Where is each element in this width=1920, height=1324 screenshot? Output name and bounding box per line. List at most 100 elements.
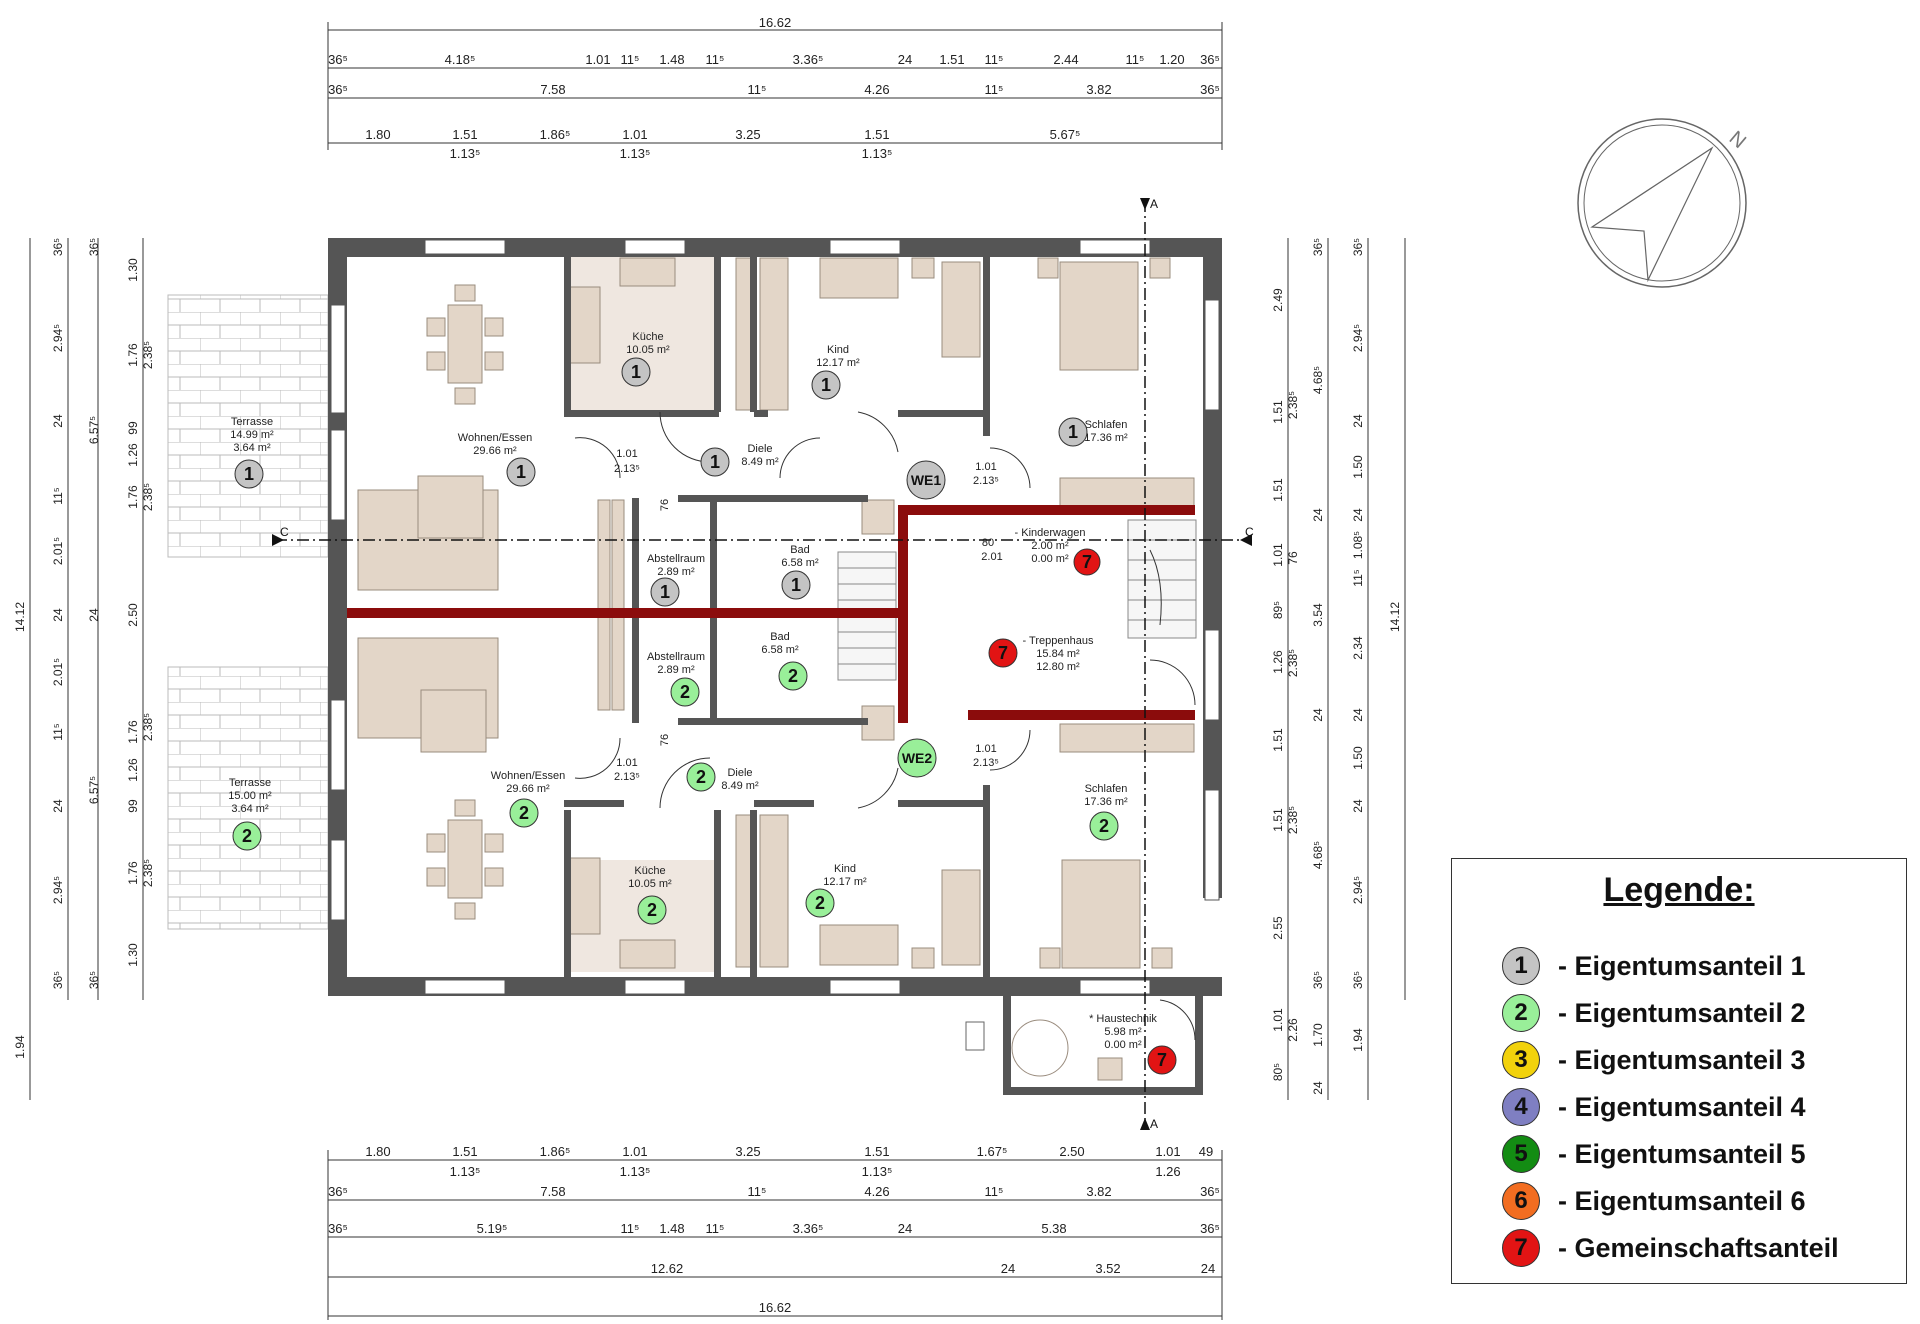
dim-label: 1.26: [1271, 650, 1285, 674]
dim-label: 2.38⁵: [141, 483, 155, 511]
left-overall-dim: 14.12: [13, 602, 27, 632]
dim-label: 1.30: [126, 943, 140, 967]
dim-label: 1.51: [452, 1144, 477, 1159]
dim-label: 36⁵: [328, 52, 348, 67]
dim-label: 36⁵: [328, 1184, 348, 1199]
legend-label: - Eigentumsanteil 2: [1558, 997, 1806, 1028]
dim-label: 2.55: [1271, 916, 1285, 940]
dim-label: 3.52: [1095, 1261, 1120, 1276]
dim-label: 2.38⁵: [1286, 649, 1300, 677]
door-label: 2.01: [981, 551, 1002, 563]
bottom-dimensions: [327, 1150, 1223, 1320]
marker-text: 2: [242, 826, 252, 846]
marker-text: 1: [1068, 422, 1078, 442]
dim-label: 3.25: [735, 1144, 760, 1159]
party-walls: [347, 505, 1195, 723]
dim-label: 24: [51, 799, 65, 813]
dim-label: 4.18⁵: [445, 52, 476, 67]
dim-label: 3.82: [1086, 82, 1111, 97]
furniture: [357, 256, 1195, 1081]
right-overall-dim: 14.12: [1388, 602, 1402, 632]
dim-label: 1.48: [659, 52, 684, 67]
left-dim-col-b: 36⁵ 6.57⁵ 24 6.57⁵ 36⁵: [87, 238, 101, 989]
room-area: 5.98 m²: [1104, 1026, 1142, 1038]
legend-marker-num: 3: [1514, 1046, 1528, 1073]
terrace-1: [167, 294, 329, 558]
dim-label: 3.25: [735, 127, 760, 142]
dim-label: 11⁵: [748, 1184, 767, 1199]
dim-label: 1.50: [1351, 455, 1365, 479]
dim-label: 24: [1001, 1261, 1015, 1276]
dim-label: 1.80: [365, 127, 390, 142]
dim-label: 3.36⁵: [793, 52, 824, 67]
dim-label: 11⁵: [51, 487, 65, 504]
left-dim-col-a: 36⁵ 2.94⁵ 24 11⁵ 2.01⁵ 24 2.01⁵ 11⁵ 24 2…: [51, 238, 65, 989]
marker-kuche-1: 1: [621, 357, 651, 387]
legend-label: - Eigentumsanteil 3: [1558, 1044, 1806, 1075]
dim-label: 36⁵: [1351, 971, 1365, 989]
dim-label: 5.38: [1041, 1221, 1066, 1236]
dim-label: 36⁵: [87, 238, 101, 256]
top-dimensions: [327, 22, 1223, 150]
dim-label: 11⁵: [985, 52, 1004, 67]
section-c-left: C: [280, 525, 289, 539]
dim-label: 24: [87, 608, 101, 622]
room-name: Bad: [770, 631, 790, 643]
room-area: 15.84 m²: [1036, 648, 1080, 660]
dim-label: 76: [1286, 551, 1300, 565]
room-area: 10.05 m²: [628, 878, 672, 890]
door-label: 2.13⁵: [614, 771, 640, 783]
right-dim-col-c: 36⁵ 2.94⁵ 24 1.50 24 1.08⁵ 11⁵ 2.34 24 1…: [1351, 238, 1365, 1052]
dim-label: 1.51: [864, 1144, 889, 1159]
dim-label: 1.51: [939, 52, 964, 67]
room-area: 12.80 m²: [1036, 661, 1080, 673]
dim-label: 4.26: [864, 1184, 889, 1199]
marker-text: 2: [815, 893, 825, 913]
dim-label: 11⁵: [748, 82, 767, 97]
dim-label: 1.76: [126, 343, 140, 367]
door-labels: 1.01 2.13⁵ 1.01 2.13⁵ 1.01 2.13⁵ 1.01 2.…: [614, 448, 1003, 783]
room-area: 12.17 m²: [823, 876, 867, 888]
left-extra-dim: 1.94: [13, 1035, 27, 1059]
legend-item-1: 1 - Eigentumsanteil 1: [1502, 944, 1806, 988]
marker-kinderwagen-7: 7: [1073, 548, 1101, 576]
legend-item-7: 7 - Gemeinschaftsanteil: [1502, 1226, 1839, 1270]
dim-label: 36⁵: [328, 82, 348, 97]
room-area: 2.89 m²: [657, 566, 695, 578]
door-label: 76: [659, 734, 671, 746]
compass-north-label: N: [1725, 127, 1750, 153]
door-label: 76: [659, 499, 671, 511]
room-name: Kind: [834, 863, 856, 875]
dim-label: 1.76: [126, 720, 140, 744]
marker-kind-1: 1: [811, 370, 841, 400]
marker-terrasse-2: 2: [232, 821, 262, 851]
unit-label: WE2: [902, 750, 933, 766]
room-area: 2.89 m²: [657, 664, 695, 676]
top-dim-row2: 36⁵ 7.58 11⁵ 4.26 11⁵ 3.82 36⁵: [328, 82, 1220, 97]
dim-label: 1.26: [1155, 1164, 1180, 1179]
section-lines: [275, 200, 1250, 1130]
dim-label: 1.26: [126, 443, 140, 467]
dim-label: 24: [898, 52, 912, 67]
room-area: 8.49 m²: [721, 780, 759, 792]
dim-label: 4.26: [864, 82, 889, 97]
dim-label: 5.67⁵: [1050, 127, 1081, 142]
legend-marker-num: 7: [1514, 1234, 1528, 1261]
dim-label: 4.68⁵: [1311, 841, 1325, 869]
dim-label: 24: [1201, 1261, 1215, 1276]
unit-marker-we1: WE1: [906, 460, 946, 500]
marker-text: 7: [998, 643, 1008, 663]
marker-text: 1: [660, 582, 670, 602]
legend: Legende: 1 - Eigentumsanteil 1 2 - Eigen…: [1451, 858, 1907, 1284]
section-c-right: C: [1245, 525, 1254, 539]
marker-diele-1: 1: [700, 447, 730, 477]
room-name: Abstellraum: [647, 553, 705, 565]
room-area: 3.64 m²: [231, 803, 269, 815]
legend-marker: 6: [1502, 1182, 1540, 1220]
room-name: Küche: [634, 865, 665, 877]
dim-label: 11⁵: [1126, 52, 1145, 67]
marker-text: 2: [519, 803, 529, 823]
dim-label: 6.57⁵: [87, 416, 101, 444]
room-area: 0.00 m²: [1031, 553, 1069, 565]
